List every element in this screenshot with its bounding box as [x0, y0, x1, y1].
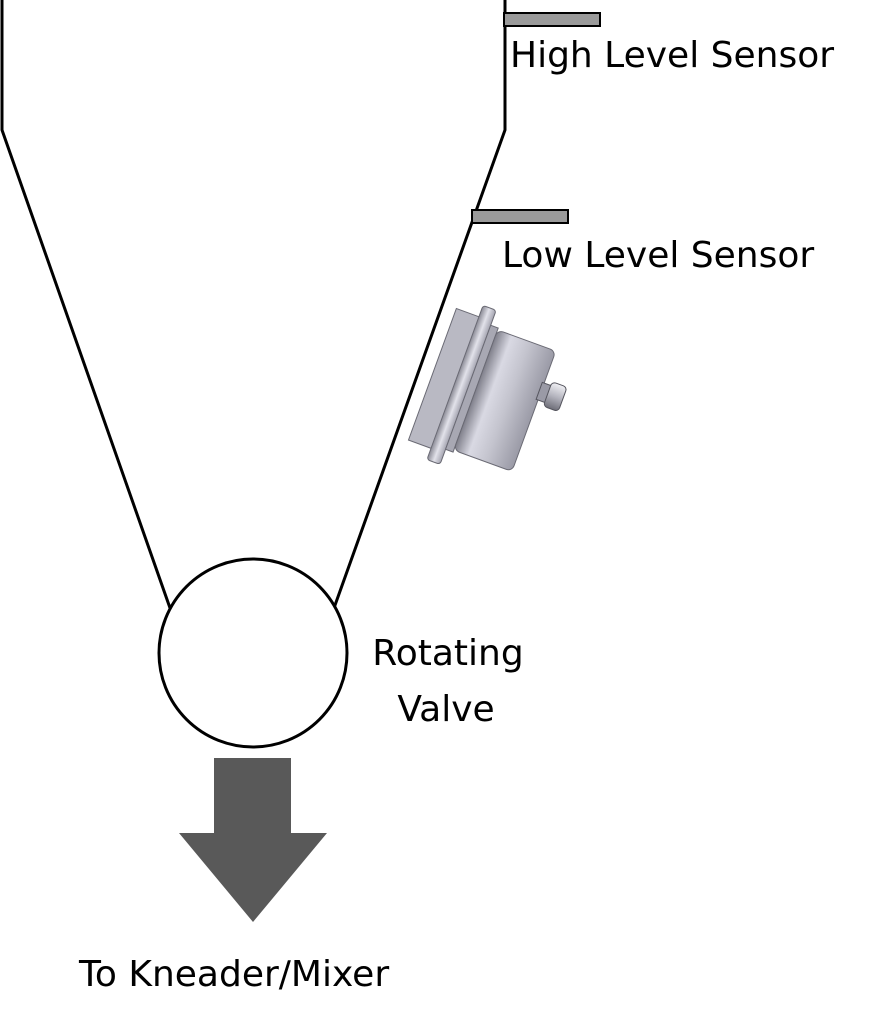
device-body — [454, 331, 555, 471]
high-level-sensor-bar — [503, 12, 601, 27]
rotating-valve-circle — [157, 557, 349, 749]
rotating-valve-label-line1: Rotating — [372, 633, 523, 674]
hopper-right-wall — [332, 0, 507, 609]
low-level-sensor-bar — [471, 209, 569, 224]
high-level-sensor-label: High Level Sensor — [510, 35, 834, 76]
hopper-left-wall — [0, 0, 172, 609]
rotary-level-sensor-device — [407, 305, 567, 471]
outlet-arrow — [179, 758, 327, 922]
hopper-outline — [0, 0, 507, 609]
outlet-label: To Kneader/Mixer — [78, 954, 389, 995]
low-level-sensor-label: Low Level Sensor — [502, 235, 814, 276]
device-gland-nut — [543, 382, 567, 411]
rotating-valve-label-line2: Valve — [397, 689, 494, 730]
